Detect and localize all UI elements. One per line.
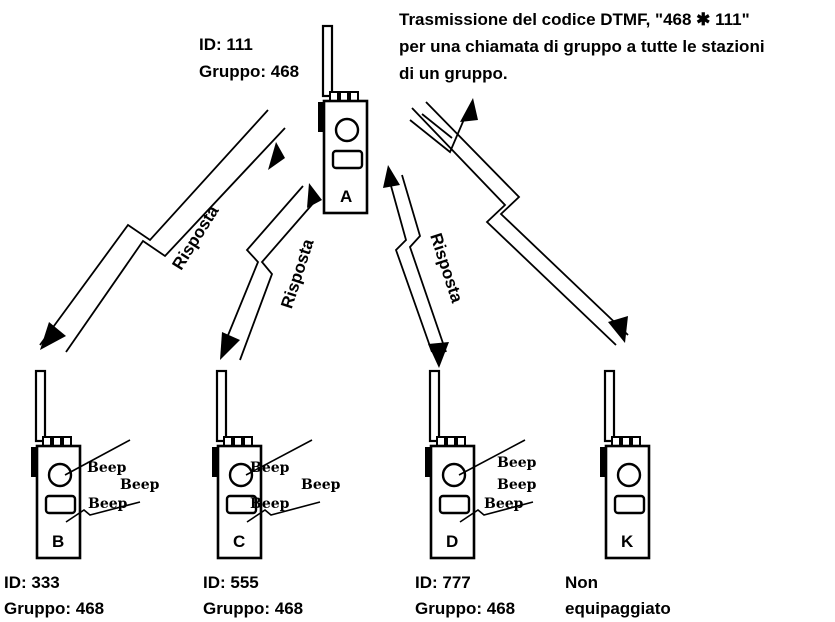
station-k-label-1: Non <box>565 571 598 594</box>
caption-line-3: di un gruppo. <box>399 62 508 85</box>
beep-d-3: Beep <box>484 496 523 512</box>
station-a-id: ID: 111 <box>199 33 253 56</box>
station-d-letter: D <box>446 530 458 553</box>
beep-d-2: Beep <box>497 477 536 493</box>
station-b-id: ID: 333 <box>4 571 60 594</box>
station-c-group: Gruppo: 468 <box>203 597 303 620</box>
station-d-group: Gruppo: 468 <box>415 597 515 620</box>
beep-c-2: Beep <box>301 477 340 493</box>
station-b-letter: B <box>52 530 64 553</box>
station-a-letter: A <box>340 185 352 208</box>
station-d-id: ID: 777 <box>415 571 471 594</box>
station-k-letter: K <box>621 530 633 553</box>
station-c-id: ID: 555 <box>203 571 259 594</box>
beep-c-3: Beep <box>250 496 289 512</box>
caption-line-2: per una chiamata di gruppo a tutte le st… <box>399 35 765 58</box>
caption-line-1: Trasmissione del codice DTMF, "468 ✱ 111… <box>399 8 750 31</box>
station-c-letter: C <box>233 530 245 553</box>
beep-c-1: Beep <box>250 460 289 476</box>
beep-b-3: Beep <box>88 496 127 512</box>
beep-b-2: Beep <box>120 477 159 493</box>
beep-d-1: Beep <box>497 455 536 471</box>
beep-b-1: Beep <box>87 460 126 476</box>
station-a-group: Gruppo: 468 <box>199 60 299 83</box>
station-b-group: Gruppo: 468 <box>4 597 104 620</box>
station-k-label-2: equipaggiato <box>565 597 671 620</box>
